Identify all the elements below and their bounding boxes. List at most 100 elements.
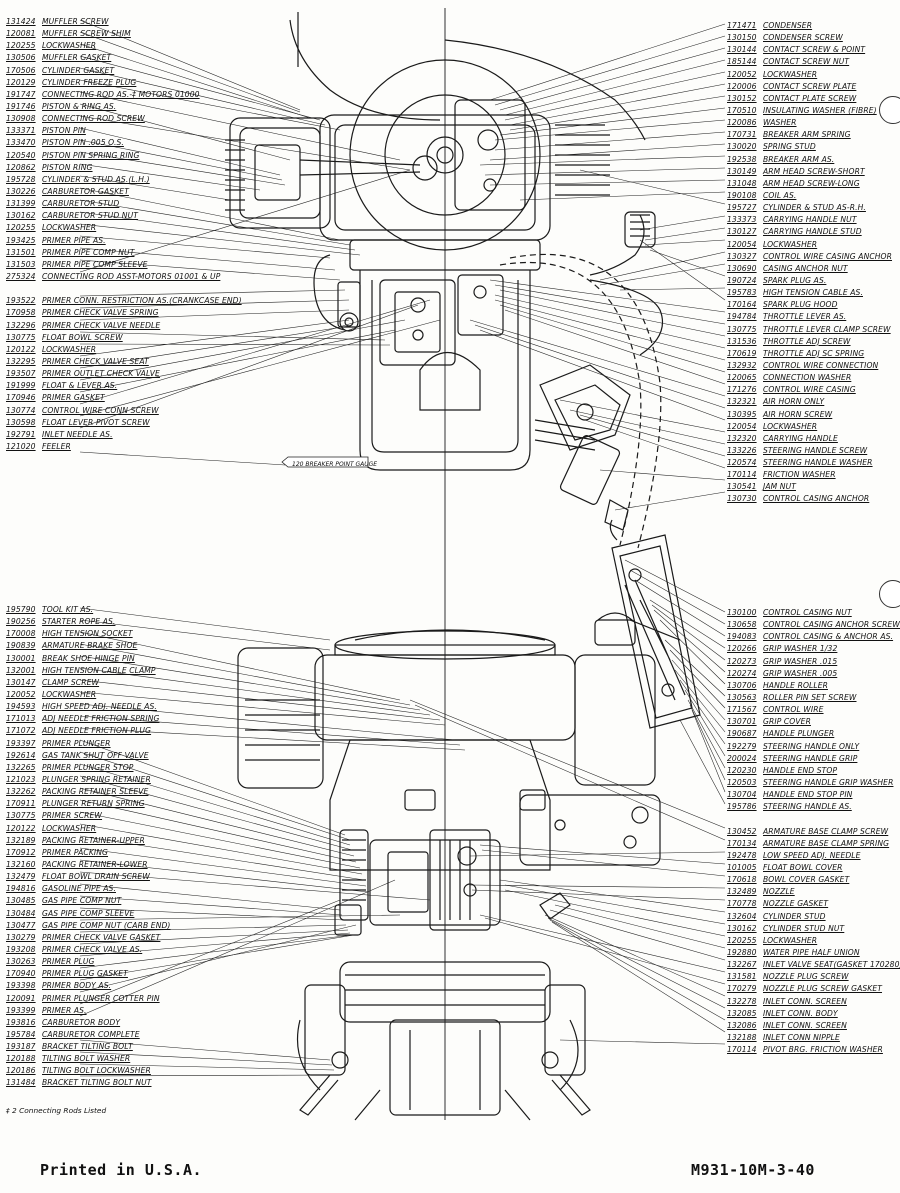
part-number: 132262 (6, 787, 36, 797)
part-row: 170134Armature Base Clamp Spring (727, 838, 900, 850)
part-name: Grip Washer 1/32 (763, 644, 838, 654)
part-name: Primer Conn. Restriction As.(Crankcase E… (42, 296, 242, 306)
part-number: 133371 (6, 126, 36, 136)
part-name: Nozzle (763, 887, 795, 897)
part-name: Carrying Handle Stud (763, 227, 862, 237)
part-number: 133373 (727, 215, 757, 225)
part-name: Muffler Screw (42, 17, 109, 26)
part-number: 133470 (6, 138, 36, 148)
part-name: Connecting Rod Screw (42, 114, 145, 124)
part-name: Lockwasher (42, 689, 97, 699)
part-row: 192279Steering Handle Only (727, 741, 900, 753)
part-name: High Speed Adj. Needle As. (42, 702, 157, 712)
part-name: Lockwasher (763, 69, 818, 79)
part-number: 171013 (6, 714, 36, 724)
part-number: 131536 (727, 336, 757, 346)
part-name: Primer Check Valve Spring (42, 308, 159, 318)
part-name: Control Wire (763, 705, 824, 715)
part-row: 121023 Plunger Spring Retainer (6, 774, 171, 786)
part-number: 101005 (727, 862, 757, 872)
part-name: Muffler Screw Shim (42, 29, 131, 39)
part-row: 275324Connecting Rod Asst-motors 01001 &… (6, 271, 242, 283)
part-number: 130598 (6, 417, 36, 427)
part-row: 192614Gas Tank Shut Off Valve (6, 750, 171, 762)
part-number: 170114 (727, 1045, 757, 1055)
part-number: 120266 (727, 644, 757, 654)
part-row: 130484Gas Pipe Comp Sleeve (6, 908, 171, 920)
part-name: Handle Plunger (763, 729, 835, 739)
part-name: Arm Head Screw-Long (763, 178, 860, 188)
part-number: 190687 (727, 729, 757, 739)
part-number: 120186 (6, 1066, 36, 1076)
part-number: 185144 (727, 57, 757, 67)
part-number: 131399 (6, 199, 36, 209)
part-number: 132267 (727, 960, 757, 970)
part-name: Piston Pin (42, 126, 86, 136)
part-row: 131536Throttle Adj Screw (727, 336, 892, 348)
part-row: 130001Break Shoe Hinge Pin (6, 653, 171, 665)
part-number: 130279 (6, 932, 36, 942)
part-name: Spark Plug As. (763, 275, 827, 285)
part-number: 193507 (6, 369, 36, 379)
part-name: Control Wire Casing Anchor (763, 251, 893, 261)
part-row: 191999Float & Lever As. (6, 380, 242, 392)
part-name: Carburetor Stud (42, 199, 120, 209)
part-row: 193208Primer Check Valve As. (6, 944, 171, 956)
part-number: 120091 (6, 993, 36, 1003)
part-row: 120255Lockwasher (6, 40, 242, 52)
part-row: 193187Bracket Tilting Bolt (6, 1041, 171, 1053)
part-name: Cylinder Stud (763, 911, 826, 921)
part-name: Primer Check Valve Gasket (42, 932, 161, 942)
part-row: 130100Control Casing Nut (727, 607, 900, 619)
part-name: Float Bowl Screw (42, 332, 123, 342)
part-number: 130690 (727, 263, 757, 273)
part-row: 170911Plunger Return Spring (6, 798, 171, 810)
part-name: Steering Handle As. (763, 802, 852, 812)
part-name: Spring Stud (763, 142, 816, 152)
part-name: Armature Base Clamp Screw (763, 826, 889, 836)
part-number: 121023 (6, 774, 36, 784)
part-name: Carburetor Complete (42, 1029, 140, 1039)
part-number: 130658 (727, 620, 757, 630)
part-name: Friction Washer (763, 470, 836, 480)
part-row: 120052Lockwasher (6, 689, 171, 701)
part-number: 170778 (727, 899, 757, 909)
part-row: 192478Low Speed Adj. Needle (727, 850, 900, 862)
part-name: Bracket Tilting Bolt (42, 1042, 133, 1052)
part-name: Primer Screw (42, 811, 103, 821)
part-number: 130100 (727, 608, 757, 617)
part-number: 130144 (727, 45, 757, 55)
part-name: Cylinder & Stud As.(L.H.) (42, 174, 150, 184)
part-number (6, 283, 42, 295)
part-number: 190108 (727, 190, 757, 200)
part-name: Steering Handle Only (763, 741, 860, 751)
part-number: 133226 (727, 445, 757, 455)
part-number: 191747 (6, 89, 36, 99)
part-number: 131424 (6, 17, 36, 26)
part-name: Piston Ring (42, 162, 93, 172)
part-row: 193522Primer Conn. Restriction As.(Crank… (6, 295, 242, 307)
part-number: 192880 (727, 947, 757, 957)
part-name: Primer Plunger (42, 738, 111, 748)
part-name: Plunger Spring Retainer (42, 774, 151, 784)
part-name: Packing Retainer-Lower (42, 859, 148, 869)
part-number: 170731 (727, 130, 757, 140)
part-number: 194083 (727, 632, 757, 642)
part-number: 131501 (6, 247, 36, 257)
part-name: Lockwasher (763, 421, 818, 431)
part-name: Muffler Gasket (42, 53, 112, 63)
part-name: Inlet Valve Seat(Gasket 170280) (763, 960, 900, 970)
part-row: 190687 Handle Plunger (727, 728, 900, 740)
part-row: 130149Arm Head Screw-Short (727, 166, 892, 178)
part-number: 132296 (6, 320, 36, 330)
part-number: 130541 (727, 482, 757, 492)
part-row: 130477Gas Pipe Comp Nut (Carb End) (6, 920, 171, 932)
part-number: 132189 (6, 835, 36, 845)
part-number: 171567 (727, 705, 757, 715)
part-name: Nozzle Plug Screw Gasket (763, 984, 883, 994)
part-name: Carburetor Stud Nut (42, 211, 138, 221)
part-number: 130147 (6, 677, 36, 687)
part-name: Feeler (42, 441, 71, 451)
part-number: 170619 (727, 348, 757, 358)
part-row: 133371 Piston Pin (6, 125, 242, 137)
